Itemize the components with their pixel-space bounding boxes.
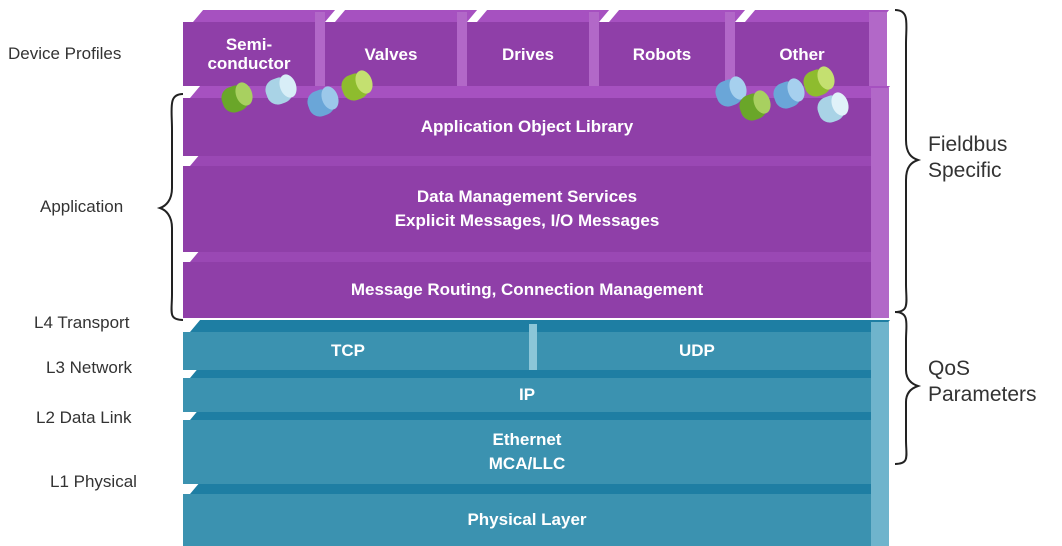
layer-udp: UDP bbox=[537, 332, 871, 370]
layer-label: Physical Layer bbox=[467, 510, 587, 529]
profile-cell-top bbox=[745, 10, 890, 22]
profile-cell-side bbox=[457, 12, 467, 86]
layer-side-face bbox=[871, 370, 889, 412]
layer-top-face bbox=[190, 370, 887, 378]
layer-label: IP bbox=[518, 385, 536, 404]
layer-data-management-services: Data Management Services Explicit Messag… bbox=[183, 166, 871, 252]
profile-valves: Valves bbox=[325, 22, 457, 86]
tcp-udp-divider bbox=[529, 324, 537, 370]
label-l2-data-link: L2 Data Link bbox=[36, 408, 132, 427]
layer-top-face bbox=[190, 412, 887, 420]
layer-top-face bbox=[190, 484, 889, 494]
label-qos-parameters: QoS Parameters bbox=[928, 357, 1037, 406]
label-l1-physical: L1 Physical bbox=[50, 472, 137, 491]
layer-ip: IP bbox=[183, 378, 871, 412]
brace-fieldbus bbox=[894, 9, 922, 313]
layer-top-face bbox=[190, 252, 889, 262]
layer-label: MCA/LLC bbox=[488, 454, 566, 473]
profile-cell-side bbox=[725, 12, 735, 86]
brace-application bbox=[156, 93, 184, 321]
layer-side-face bbox=[871, 252, 889, 318]
profile-cell-side bbox=[315, 12, 325, 86]
label-application: Application bbox=[40, 197, 124, 216]
layer-top-face bbox=[190, 320, 891, 332]
layer-application-object-library: Application Object Library bbox=[183, 98, 871, 156]
layer-label: Message Routing, Connection Management bbox=[350, 280, 704, 299]
layer-top-face bbox=[190, 156, 889, 166]
layer-side-face bbox=[871, 484, 889, 546]
layer-side-face bbox=[871, 88, 889, 156]
layer-physical: Physical Layer bbox=[183, 494, 871, 546]
layer-label: TCP bbox=[331, 341, 365, 360]
profile-semiconductor: Semi-conductor bbox=[183, 22, 315, 86]
layer-message-routing: Message Routing, Connection Management bbox=[183, 262, 871, 318]
layer-label: Application Object Library bbox=[420, 117, 634, 136]
profile-cell-side bbox=[869, 12, 887, 86]
layer-label: Ethernet bbox=[492, 430, 562, 449]
profile-cell-top bbox=[335, 10, 478, 22]
layer-tcp: TCP bbox=[183, 332, 529, 370]
layer-side-face bbox=[871, 156, 889, 252]
profile-other: Other bbox=[735, 22, 869, 86]
layer-label: UDP bbox=[679, 341, 715, 360]
layer-top-face bbox=[190, 86, 891, 98]
label-fieldbus-specific: Fieldbus Specific bbox=[928, 133, 1008, 182]
profile-drives: Drives bbox=[467, 22, 589, 86]
profile-cell-top bbox=[193, 10, 336, 22]
layer-side-face bbox=[871, 412, 889, 484]
layer-ethernet: Ethernet MCA/LLC bbox=[183, 420, 871, 484]
brace-qos bbox=[894, 311, 922, 465]
label-l4-transport: L4 Transport bbox=[34, 313, 130, 332]
profile-cell-side bbox=[589, 12, 599, 86]
layer-label: Explicit Messages, I/O Messages bbox=[394, 211, 660, 230]
layer-label: Data Management Services bbox=[416, 187, 638, 206]
layer-side-face bbox=[871, 322, 889, 370]
profile-robots: Robots bbox=[599, 22, 725, 86]
label-device-profiles: Device Profiles bbox=[8, 44, 122, 63]
label-l3-network: L3 Network bbox=[46, 358, 132, 377]
